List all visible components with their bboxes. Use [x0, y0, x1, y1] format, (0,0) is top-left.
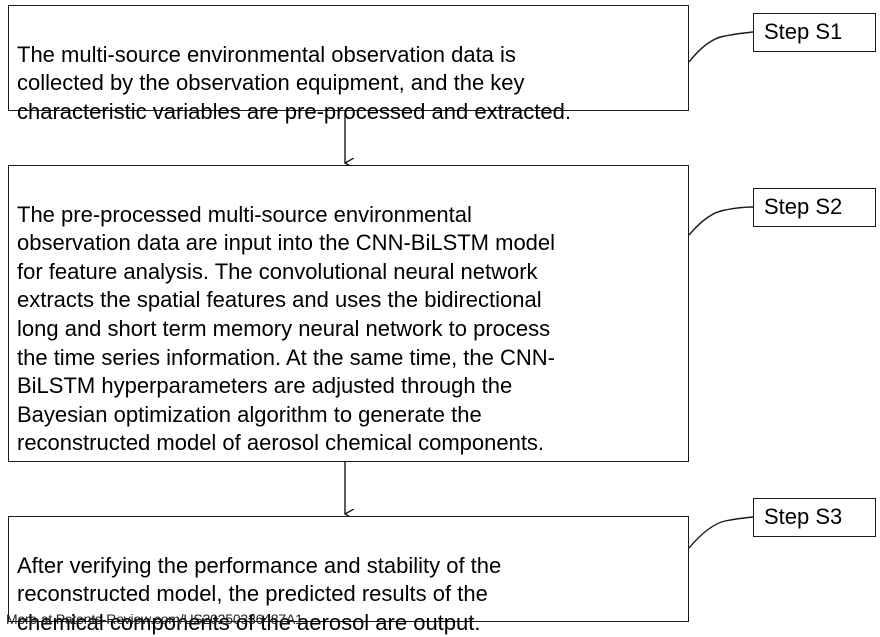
step-s2-text: The pre-processed multi-source environme… [17, 201, 556, 456]
step-s2-label: Step S2 [753, 188, 876, 227]
step-s2-box: The pre-processed multi-source environme… [8, 165, 689, 462]
step-s1-label: Step S1 [753, 13, 876, 52]
step-s1-box: The multi-source environmental observati… [8, 5, 689, 124]
step-s3-label: Step S3 [753, 498, 876, 537]
step-s1-text: The multi-source environmental observati… [17, 41, 571, 124]
leader-line-s2 [688, 206, 754, 236]
leader-line-s1 [688, 31, 754, 63]
leader-line-s3 [688, 516, 754, 549]
patent-watermark: More at Patents-Review.com/US20250336487… [6, 611, 303, 627]
step-s3-box: After verifying the performance and stab… [8, 516, 689, 635]
step-s3-text: After verifying the performance and stab… [17, 552, 502, 635]
